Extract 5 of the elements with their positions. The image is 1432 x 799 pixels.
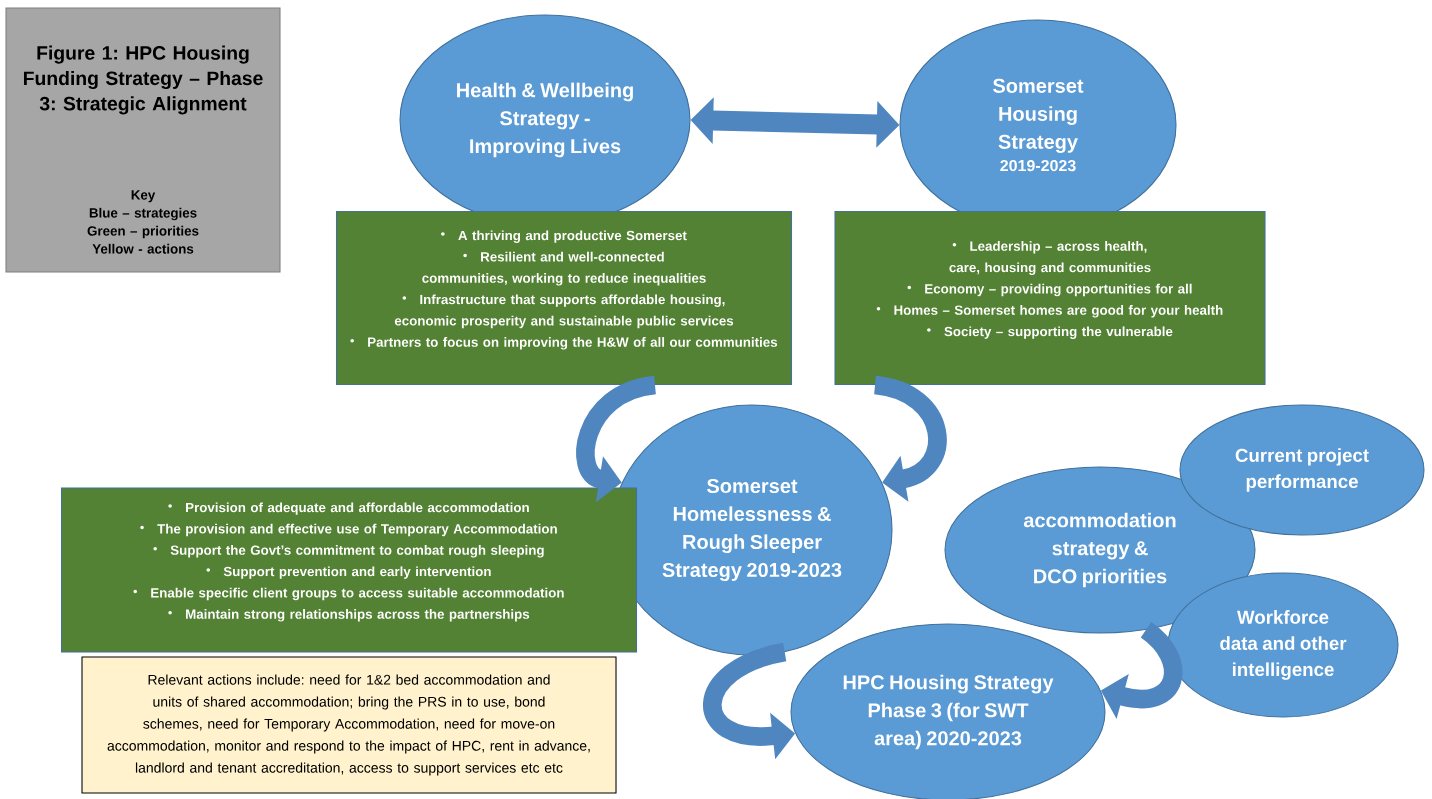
priorities-box: A thriving and productive Somerset Resilient and well-connected communities, working to reduce inequalities Infrastructure that supports affordable housing, economic prosperity and sustainable public services Partners to focus on improving the H&W of all our communities <box>335 210 793 386</box>
title-key-box: Figure 1: HPC Housing Funding Strategy – Phase 3: Strategic Alignment Key Blue – strategies Green – priorities Yellow - actions <box>5 7 281 273</box>
priorities-box: Leadership – across health, care, housing and communities Economy – providing opportunities for all Homes – Somerset homes are good for your health Society – supporting the vulnerable <box>834 210 1266 386</box>
actions-box: Relevant actions include: need for 1&2 bed accommodation and units of shared accommodation; bring the PRS in to use, bond schemes, need for Temporary Accommodation, need for move-on accommodation, monitor and respond to the impact of HPC, rent in advance, landlord and tenant accreditation, access to support services etc etc <box>81 656 617 794</box>
priorities-box: Provision of adequate and affordable accommodation The provision and effective use of Temporary Accommodation Support the Govt’s commitment to combat rough sleeping Support prevention and early intervention Enable specific client groups to access suitable accommodation Maintain strong relationships across the partnerships <box>60 487 638 653</box>
